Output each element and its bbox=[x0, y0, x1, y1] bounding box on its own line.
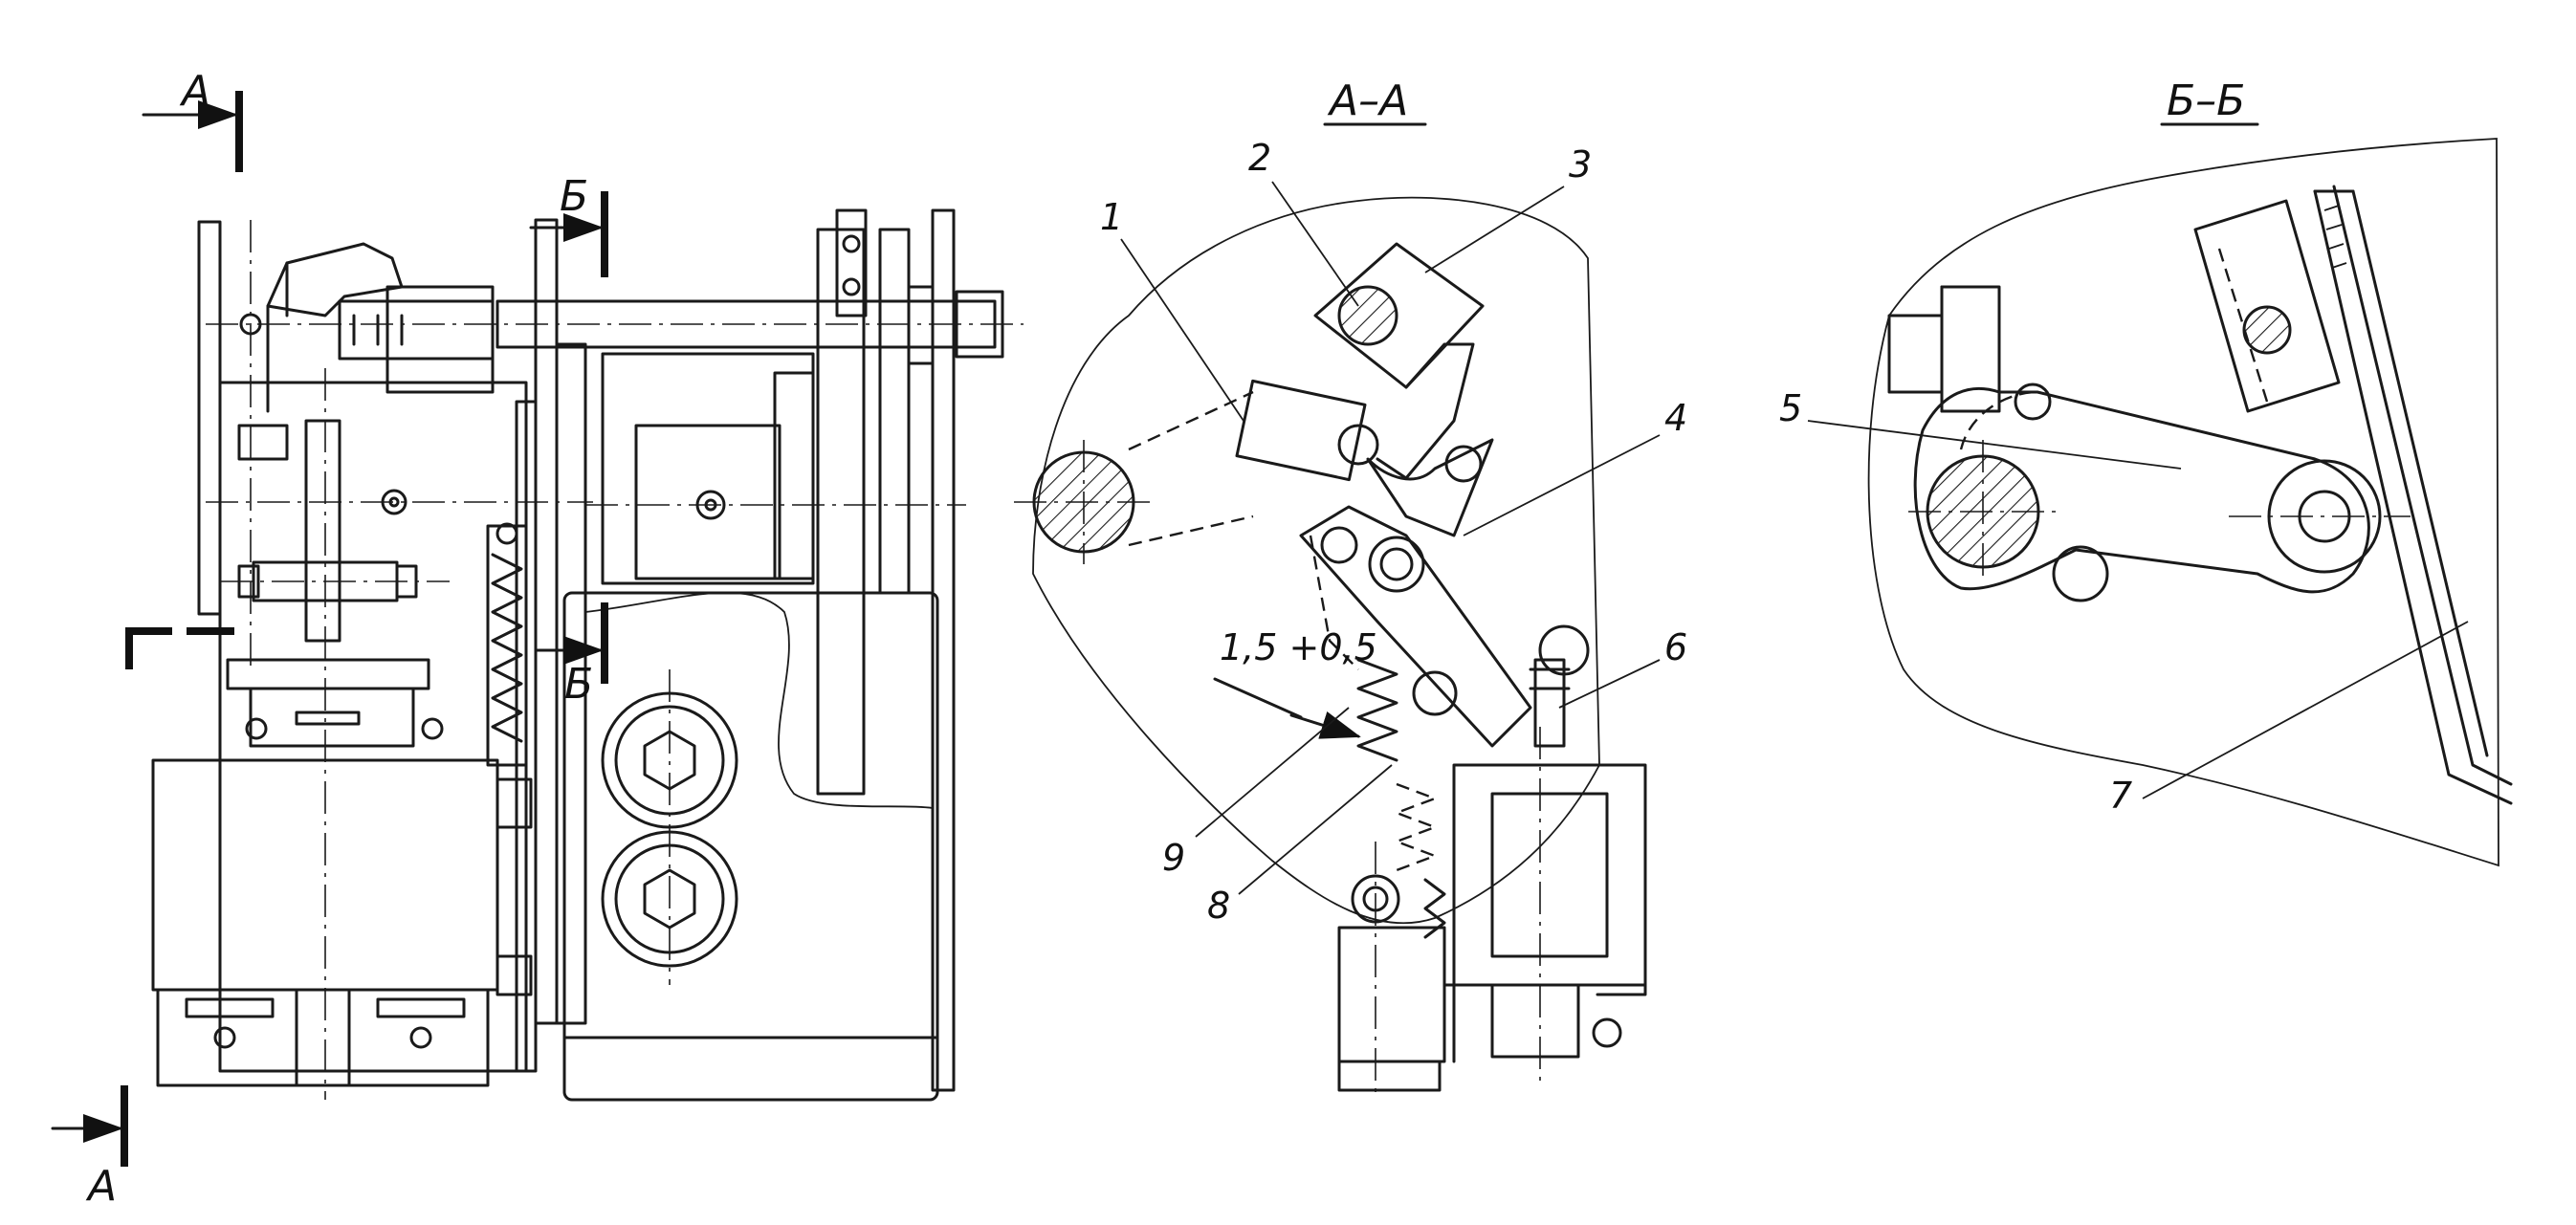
view-title-bb: Б–Б bbox=[2167, 77, 2245, 125]
callout-5: 5 bbox=[1779, 387, 1802, 429]
dimension-label: 1,5 +0,5 bbox=[1220, 626, 1377, 668]
callouts: 1 2 3 4 5 6 7 8 9 bbox=[1100, 137, 2469, 927]
section-a-a: А–А bbox=[1014, 77, 1647, 1100]
callout-6: 6 bbox=[1664, 626, 1687, 668]
section-mark-b-bottom: Б bbox=[564, 660, 593, 709]
callout-2: 2 bbox=[1248, 137, 1271, 179]
callout-8: 8 bbox=[1207, 885, 1230, 927]
section-mark-a-bottom: А bbox=[85, 1162, 117, 1211]
section-mark-b-top: Б bbox=[560, 172, 588, 221]
front-view: А А Б Б bbox=[51, 67, 1024, 1211]
callout-4: 4 bbox=[1664, 397, 1687, 439]
callout-3: 3 bbox=[1569, 143, 1592, 186]
callout-9: 9 bbox=[1162, 837, 1185, 879]
section-b-b: Б–Б bbox=[1867, 77, 2513, 867]
view-title-aa: А–А bbox=[1327, 77, 1408, 125]
callout-1: 1 bbox=[1100, 196, 1123, 238]
callout-7: 7 bbox=[2109, 775, 2132, 817]
section-mark-a-top: А bbox=[179, 67, 210, 116]
